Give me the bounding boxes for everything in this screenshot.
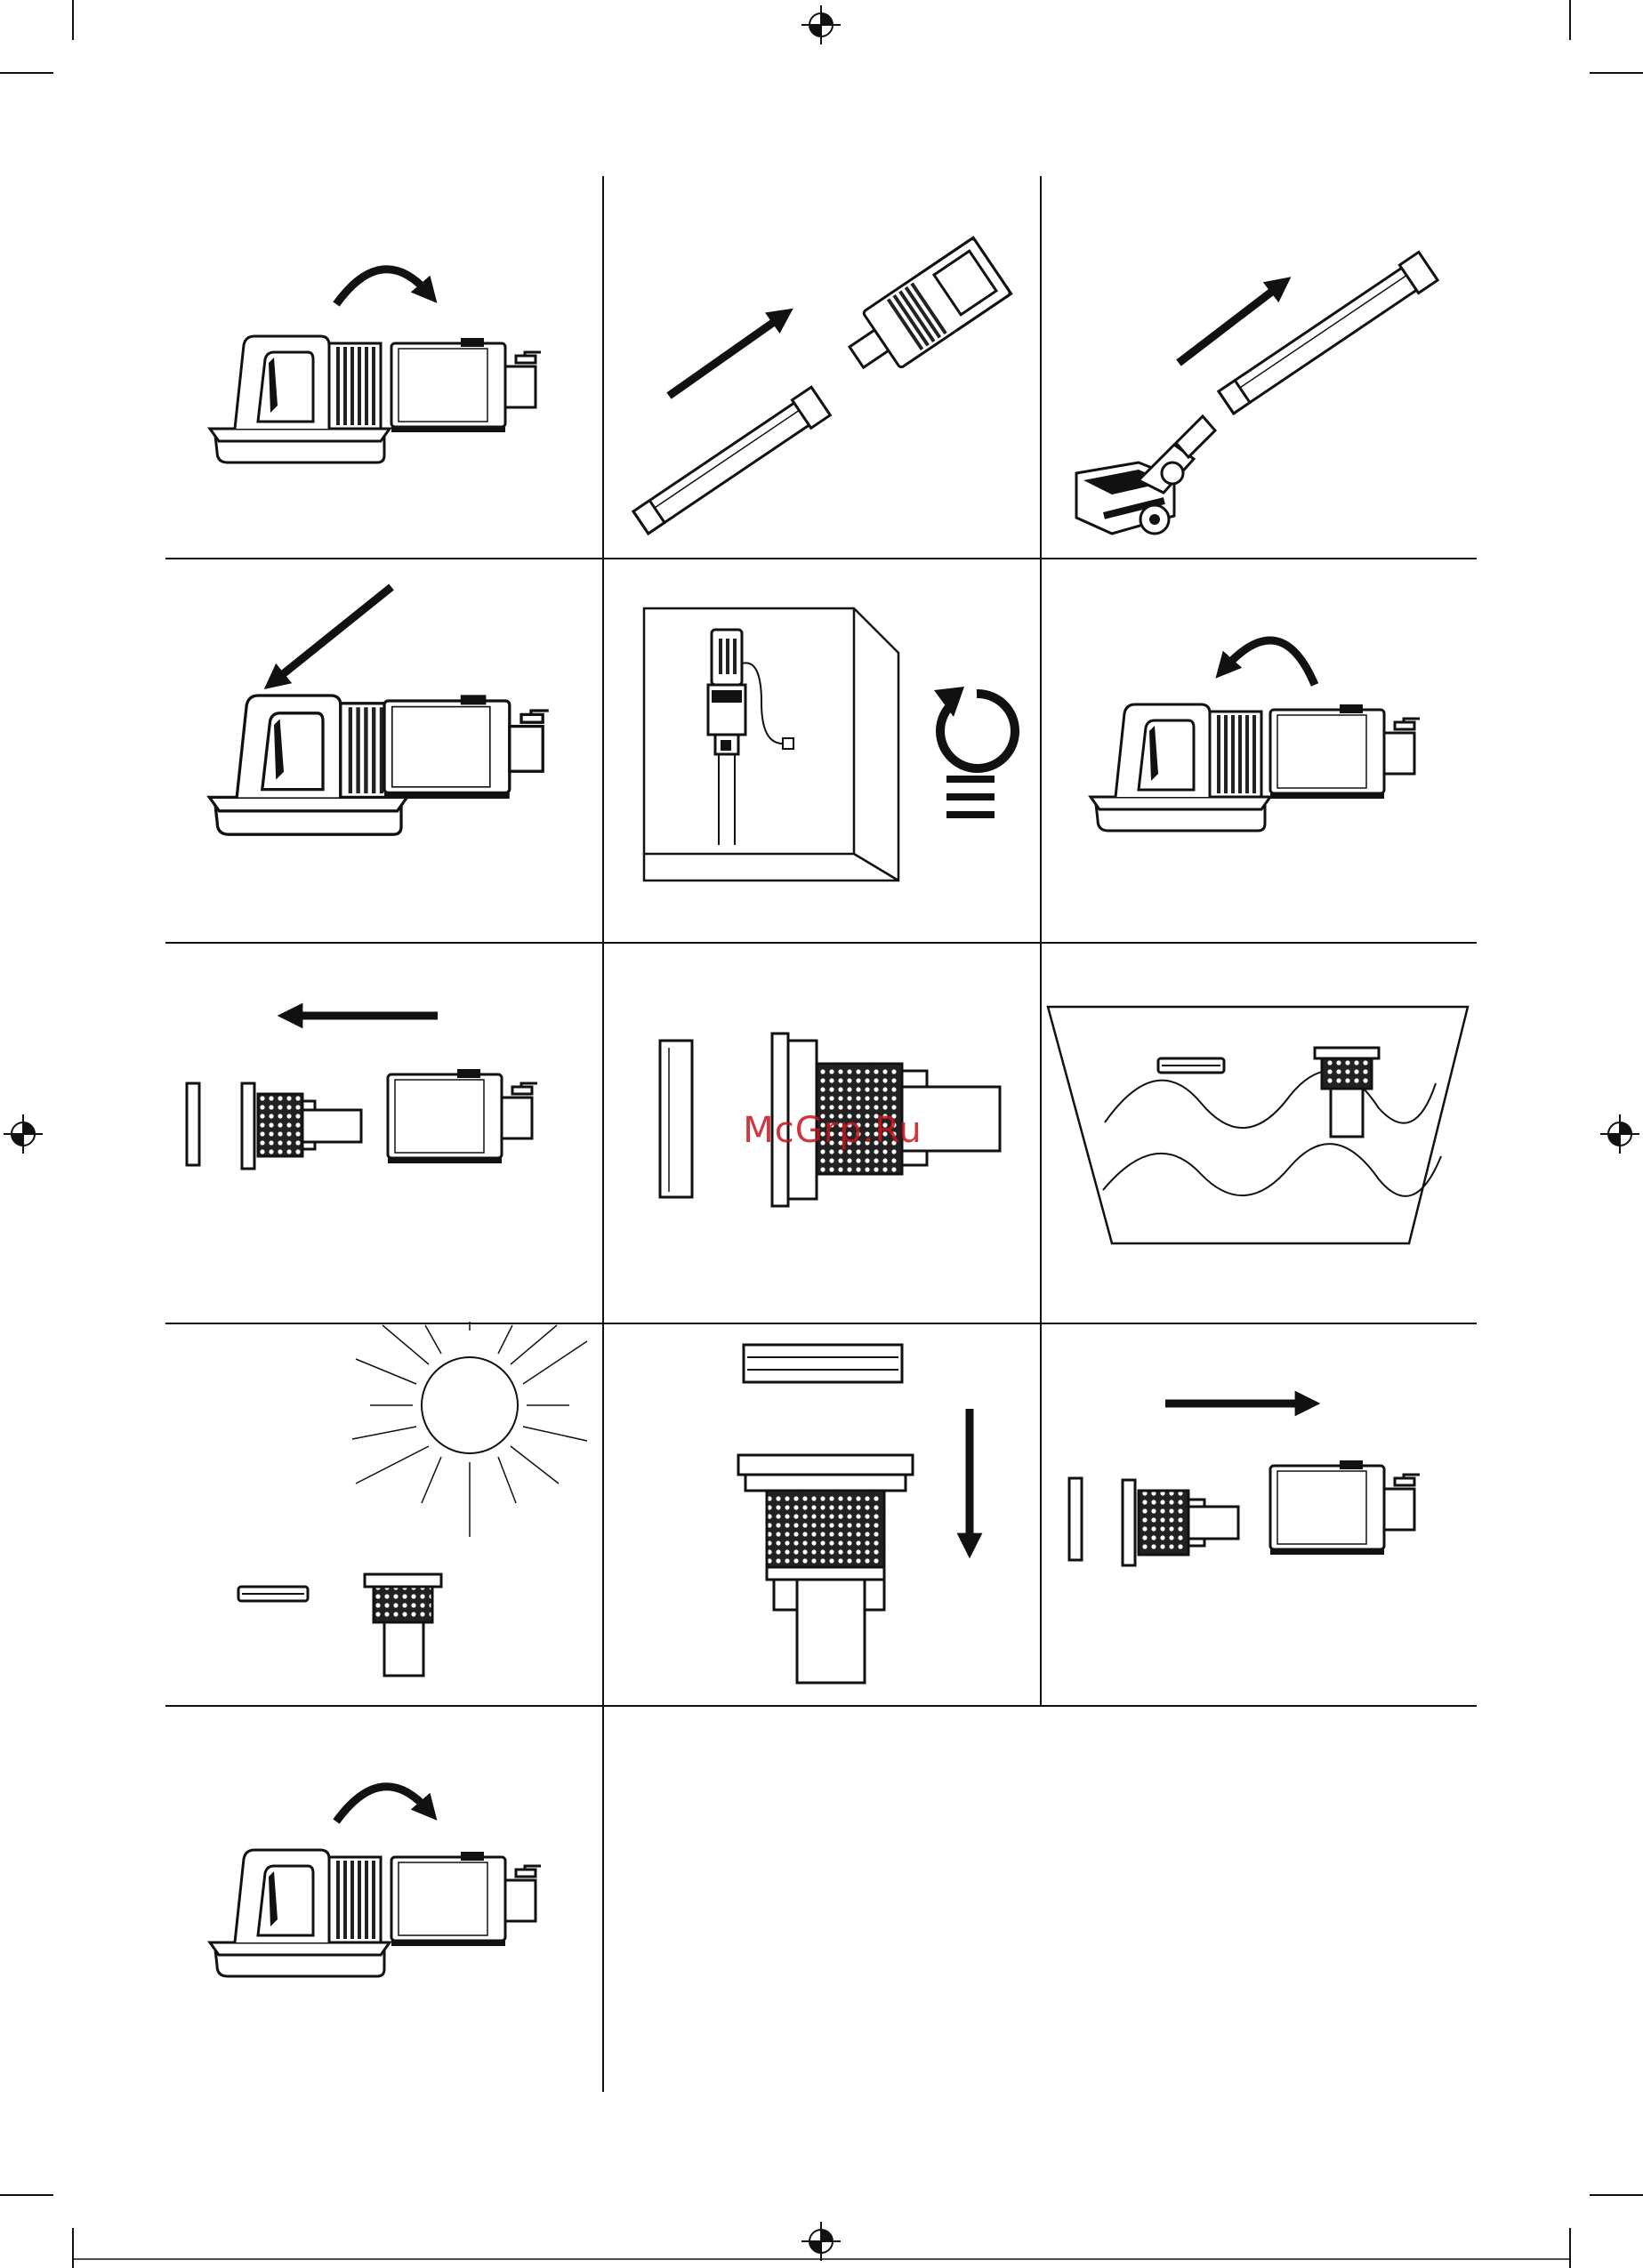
step-3-attach-brush-icon xyxy=(1076,252,1438,534)
step-9-rinse-filter-icon xyxy=(1048,1007,1468,1243)
step-7-pull-out-filter-icon xyxy=(187,1016,537,1169)
registration-mark-top xyxy=(801,5,841,44)
step-2-insert-tube-icon xyxy=(632,237,1011,536)
registration-mark-bottom xyxy=(801,2222,841,2261)
step-4-handheld-assembled-icon xyxy=(209,587,548,834)
step-13-reattach-dustbin-icon xyxy=(210,1787,541,1976)
registration-mark-left xyxy=(4,1114,43,1154)
step-10-dry-in-sun-icon xyxy=(238,1322,587,1676)
watermark: McGrp.Ru xyxy=(735,1110,930,1151)
registration-mark-right xyxy=(1600,1114,1639,1154)
step-5-wall-charging-icon xyxy=(644,608,1015,881)
step-11-reassemble-filter-icon xyxy=(738,1345,970,1683)
step-6-detach-dustbin-icon xyxy=(1091,640,1420,831)
step-12-insert-filter-icon xyxy=(1069,1403,1420,1565)
step-1-attach-dustbin-icon xyxy=(210,269,541,462)
